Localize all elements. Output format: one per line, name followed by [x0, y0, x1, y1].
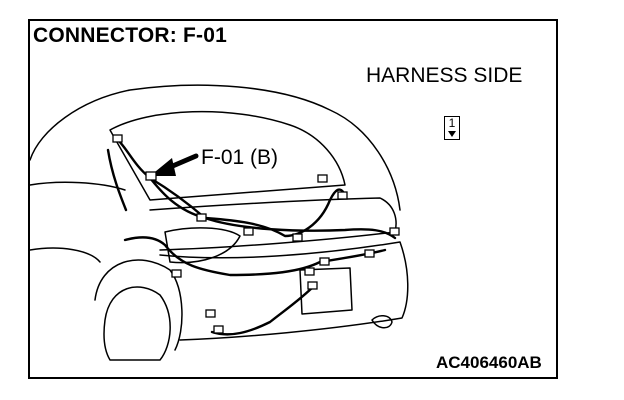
- rear-wheel: [103, 286, 171, 361]
- body-lower-line: [29, 247, 101, 263]
- connector-node: [364, 249, 375, 258]
- connector-node: [243, 227, 254, 236]
- harness-side-run: [106, 148, 128, 212]
- figure-code: AC406460AB: [436, 353, 542, 372]
- harness-side-label: HARNESS SIDE: [366, 64, 523, 87]
- exhaust-tip: [371, 315, 393, 329]
- connector-node: [307, 281, 318, 290]
- figure-frame: [28, 19, 558, 379]
- car-taillight: [164, 227, 241, 264]
- harness-lower-run: [123, 236, 387, 277]
- connector-node: [317, 174, 328, 183]
- connector-node: [112, 134, 123, 143]
- car-rear-bumper: [159, 241, 409, 341]
- rear-wheel-arch: [94, 259, 183, 351]
- license-plate-recess: [299, 267, 353, 315]
- connector-node: [205, 309, 216, 318]
- connector-pin-diagram: 1: [444, 116, 460, 140]
- connector-node: [171, 269, 182, 278]
- harness-lid-run: [148, 176, 397, 240]
- connector-node: [292, 233, 303, 242]
- connector-node: [213, 325, 224, 334]
- connector-node: [337, 191, 348, 200]
- connector-node: [196, 213, 207, 222]
- car-trunk-lid: [149, 197, 397, 251]
- harness-connectors: [112, 134, 400, 334]
- car-roof-outline: [29, 84, 401, 211]
- connector-node: [389, 227, 400, 236]
- car-rear-window-outline: [109, 110, 346, 201]
- connector-title: CONNECTOR: F-01: [33, 24, 227, 47]
- lock-triangle-icon: [448, 131, 456, 137]
- car-side-line: [29, 181, 126, 191]
- connector-node: [145, 171, 157, 181]
- harness-drop-run: [210, 283, 317, 336]
- connector-node: [304, 267, 315, 276]
- callout-label: F-01 (B): [201, 146, 279, 169]
- pin-number: 1: [448, 116, 456, 130]
- connector-node: [319, 257, 330, 266]
